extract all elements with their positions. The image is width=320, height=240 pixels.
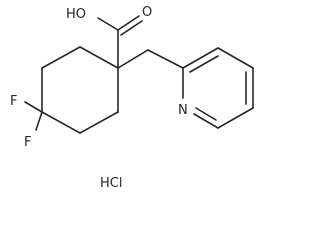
ring-bond-c1-c2 <box>79 46 119 69</box>
pyr-double-c2-c3 <box>189 55 219 73</box>
pyr-double-c6-n <box>195 107 217 121</box>
pyr-bond-c6-n <box>193 113 219 129</box>
pyr-bond-c5-c6 <box>217 107 254 129</box>
fluorine-upper-label: F <box>10 94 17 109</box>
pyr-bond-c2-c3 <box>182 47 219 69</box>
pyridine-nitrogen-label: N <box>178 103 188 118</box>
bond-methylene-pyridine <box>147 49 184 69</box>
fluorine-lower-label: F <box>24 135 31 150</box>
salt-label: HCl <box>100 176 122 191</box>
bond-carboxyl-c-oh <box>97 17 119 31</box>
chemical-structure: F F HO O N HCl <box>10 5 254 191</box>
ring-bond-c5-c6 <box>79 111 119 134</box>
bond-carbonyl-inner <box>120 20 143 36</box>
pyridine-ring: N <box>178 47 254 129</box>
bond-carbonyl-outer <box>117 15 140 31</box>
hydroxyl-label: HO <box>66 7 86 22</box>
carboxylic-acid-group: HO O <box>66 5 152 69</box>
ring-bond-c4-c5 <box>41 111 81 134</box>
carbonyl-oxygen-label: O <box>142 5 152 20</box>
ring-bond-c2-c3 <box>41 46 81 69</box>
bond-c4-f-lower <box>35 111 43 131</box>
bond-c1-methylene <box>117 49 149 69</box>
bond-c4-f-upper <box>24 101 43 113</box>
cyclohexane-ring <box>41 46 119 134</box>
pyr-bond-c3-c4 <box>217 47 254 69</box>
difluoro-group: F F <box>10 94 43 150</box>
